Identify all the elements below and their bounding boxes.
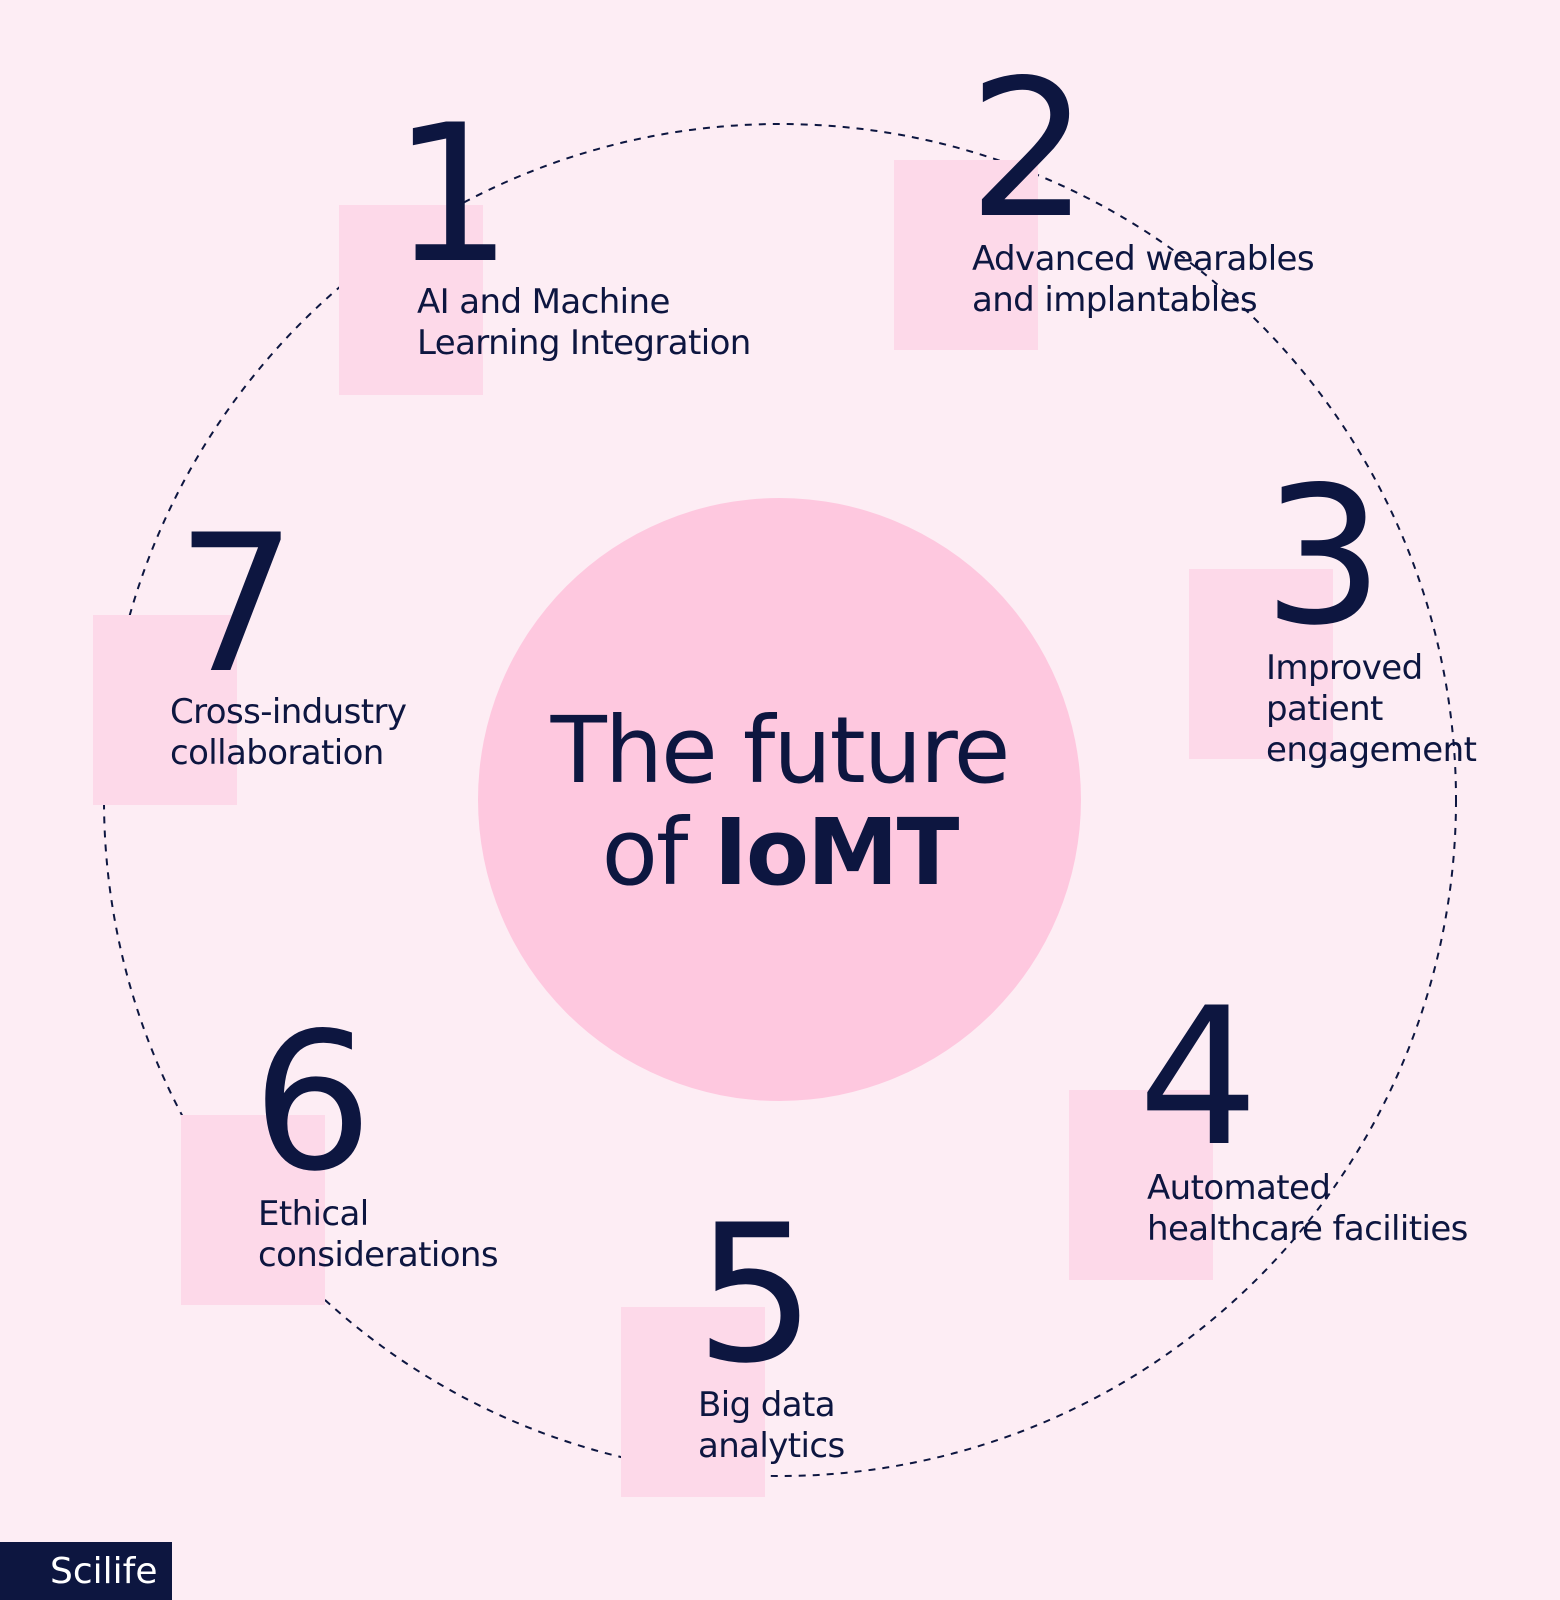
brand-name: Scilife — [50, 1551, 158, 1592]
item-2-number: 2 — [968, 39, 1089, 260]
item-6-label: Ethical considerations — [258, 1194, 499, 1275]
item-1-number: 1 — [392, 84, 513, 305]
brand-logo: Scilife — [0, 1542, 172, 1600]
item-3-number: 3 — [1263, 446, 1384, 667]
item-2-highlight — [894, 160, 1038, 350]
center-title-prefix: of — [601, 799, 689, 906]
center-title-line1: The future — [550, 697, 1011, 804]
item-5-number: 5 — [695, 1184, 816, 1405]
item-3-highlight — [1189, 569, 1333, 759]
item-6-number: 6 — [252, 992, 373, 1213]
item-7-label: Cross-industry collaboration — [170, 692, 407, 773]
item-1-label: AI and Machine Learning Integration — [417, 282, 751, 363]
item-7-highlight — [93, 615, 237, 805]
item-3-label: Improved patient engagement — [1266, 648, 1477, 770]
item-1-highlight — [339, 205, 483, 395]
center-title-line2: of IoMT — [478, 802, 1081, 904]
item-6-highlight — [181, 1115, 325, 1305]
item-5-highlight — [621, 1307, 765, 1497]
item-2-label: Advanced wearables and implantables — [972, 239, 1315, 320]
item-4-label: Automated healthcare facilities — [1147, 1168, 1468, 1249]
item-4-highlight — [1069, 1090, 1213, 1280]
item-4-number: 4 — [1138, 967, 1259, 1188]
item-7-number: 7 — [176, 494, 297, 715]
center-title-bold: IoMT — [713, 799, 960, 906]
center-title: The future of IoMT — [478, 700, 1081, 904]
item-5-label: Big data analytics — [698, 1385, 845, 1466]
center-hub-circle — [478, 498, 1081, 1101]
